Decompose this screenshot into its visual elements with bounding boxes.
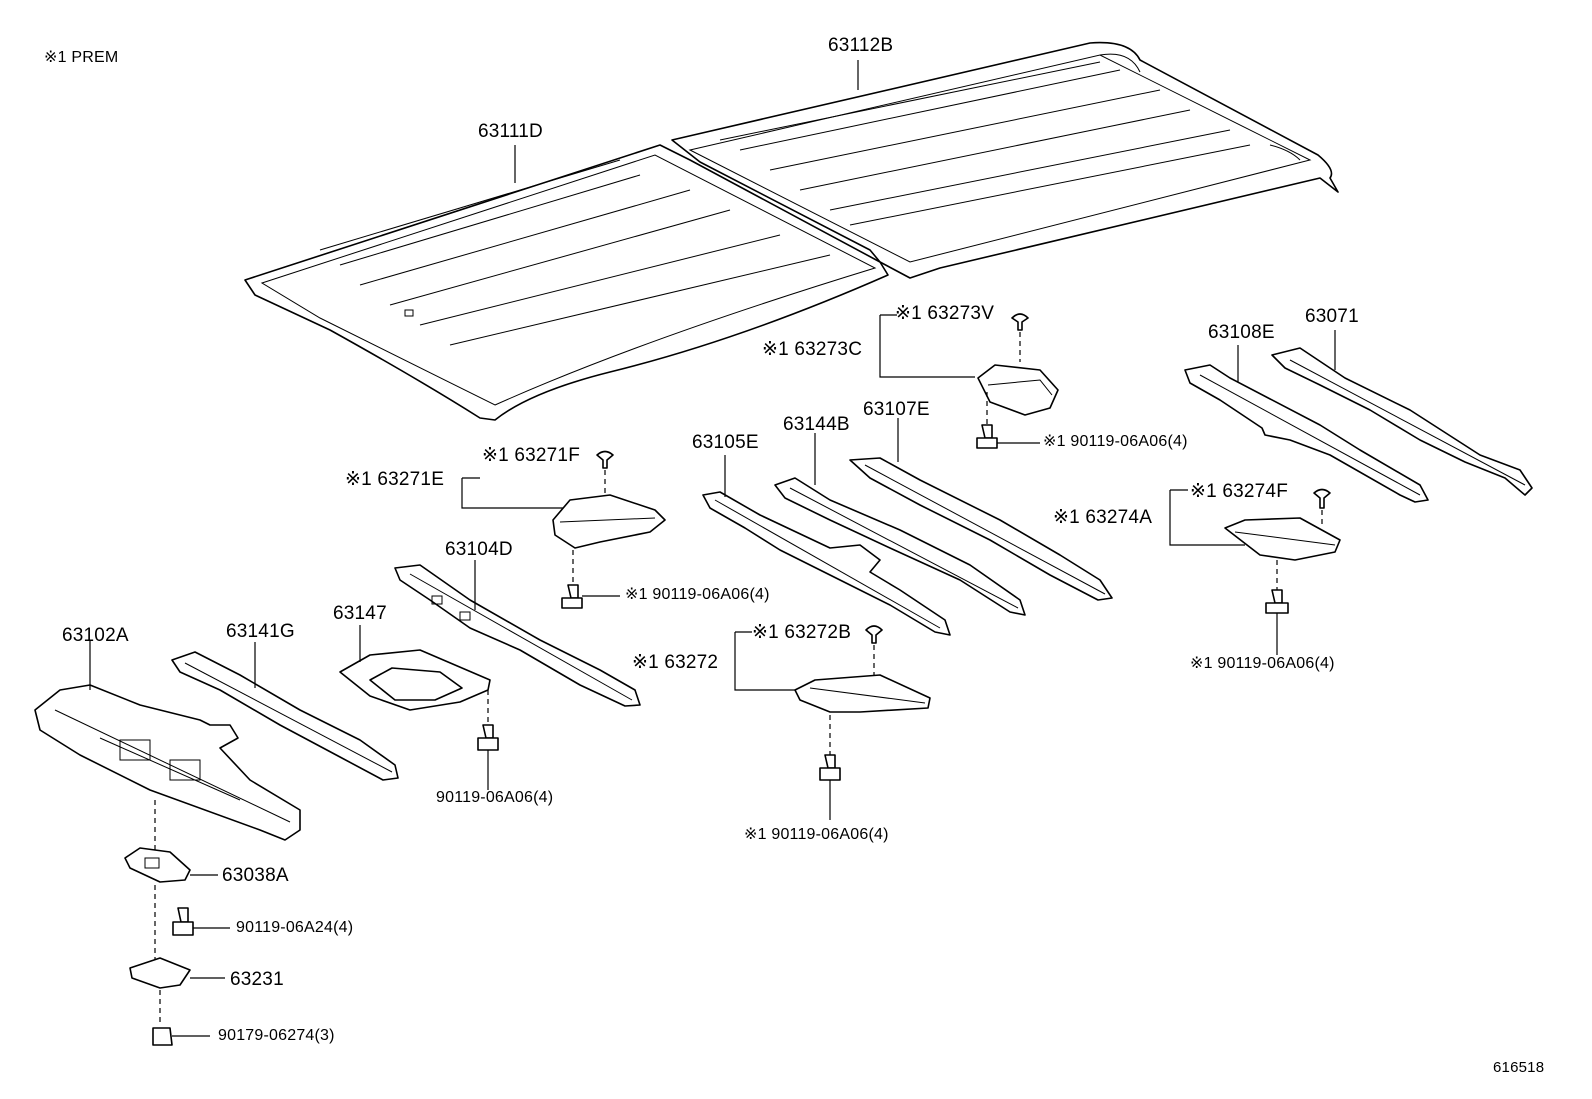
bracket-63274a bbox=[1169, 488, 1341, 655]
label-63271f[interactable]: ※1 63271F bbox=[482, 445, 581, 466]
label-63147[interactable]: 63147 bbox=[333, 603, 387, 624]
label-63108e[interactable]: 63108E bbox=[1208, 322, 1275, 343]
header-63102a bbox=[34, 640, 301, 841]
label-nut-63231[interactable]: 90179-06274(3) bbox=[218, 1027, 335, 1044]
rail-63108e bbox=[1184, 345, 1429, 503]
label-63141g[interactable]: 63141G bbox=[226, 621, 295, 642]
label-63112b[interactable]: 63112B bbox=[828, 35, 894, 56]
label-63107e[interactable]: 63107E bbox=[863, 399, 930, 420]
premium-note: ※1 PREM bbox=[44, 49, 119, 66]
label-63272[interactable]: ※1 63272 bbox=[632, 652, 719, 673]
rail-63071 bbox=[1271, 330, 1533, 496]
label-63274f[interactable]: ※1 63274F bbox=[1190, 481, 1289, 502]
roof-panel-front bbox=[244, 144, 889, 421]
label-63104d[interactable]: 63104D bbox=[445, 539, 513, 560]
label-63102a[interactable]: 63102A bbox=[62, 625, 129, 646]
label-63274a[interactable]: ※1 63274A bbox=[1053, 507, 1153, 528]
label-63271e[interactable]: ※1 63271E bbox=[345, 469, 445, 490]
bracket-63271e bbox=[461, 450, 666, 609]
label-63105e[interactable]: 63105E bbox=[692, 432, 759, 453]
label-63071[interactable]: 63071 bbox=[1305, 306, 1359, 327]
label-63272b[interactable]: ※1 63272B bbox=[752, 622, 852, 643]
rail-63107e bbox=[849, 418, 1113, 601]
rail-63104d bbox=[394, 560, 641, 707]
bracket-63038a bbox=[124, 800, 230, 1046]
label-63273v[interactable]: ※1 63273V bbox=[895, 303, 995, 324]
bracket-63272 bbox=[734, 625, 931, 820]
panel-63147 bbox=[339, 625, 499, 790]
rail-63144b bbox=[774, 433, 1026, 616]
rail-63105e bbox=[702, 455, 951, 636]
label-bolt-63272[interactable]: ※1 90119-06A06(4) bbox=[744, 826, 889, 843]
label-bolt-63147[interactable]: 90119-06A06(4) bbox=[436, 789, 554, 806]
label-63038a[interactable]: 63038A bbox=[222, 865, 289, 886]
label-63231[interactable]: 63231 bbox=[230, 969, 284, 990]
label-bolt-63273[interactable]: ※1 90119-06A06(4) bbox=[1043, 433, 1188, 450]
label-bolt-63038a[interactable]: 90119-06A24(4) bbox=[236, 919, 354, 936]
label-63111d[interactable]: 63111D bbox=[478, 121, 543, 142]
label-bolt-63271[interactable]: ※1 90119-06A06(4) bbox=[625, 586, 770, 603]
rail-63141g bbox=[171, 642, 399, 781]
label-63273c[interactable]: ※1 63273C bbox=[762, 339, 863, 360]
roof-panel-rear bbox=[671, 41, 1339, 279]
label-bolt-63274[interactable]: ※1 90119-06A06(4) bbox=[1190, 655, 1335, 672]
diagram-id: 616518 bbox=[1493, 1059, 1545, 1076]
bracket-63273c bbox=[879, 313, 1059, 449]
label-63144b[interactable]: 63144B bbox=[783, 414, 850, 435]
